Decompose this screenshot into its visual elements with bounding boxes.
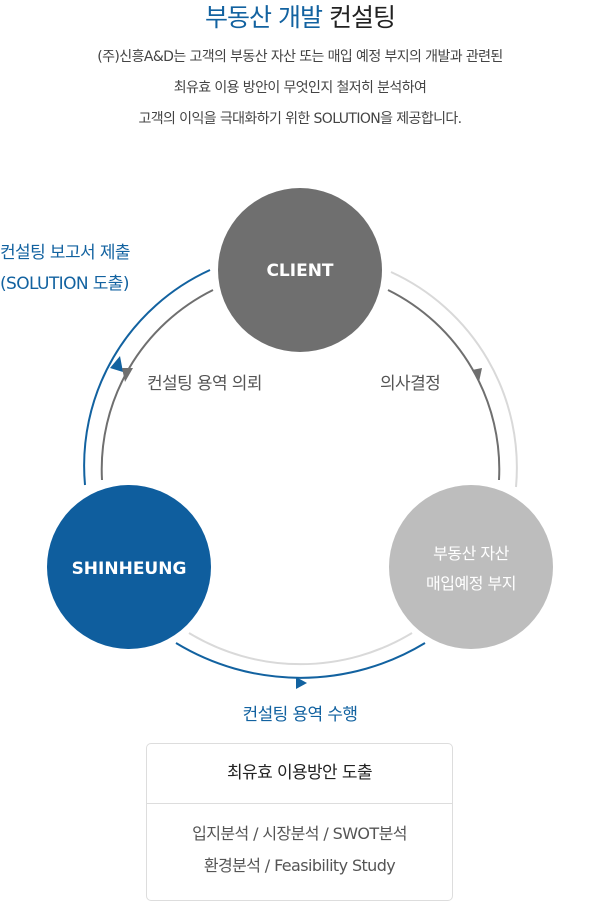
client-label: CLIENT: [266, 261, 333, 281]
execution-label: 컨설팅 용역 수행: [243, 705, 358, 725]
description-line: 최유효 이용 방안이 무엇인지 철저히 분석하여: [173, 80, 427, 96]
property-label-line2: 매입예정 부지: [426, 574, 516, 593]
result-heading: 최유효 이용방안 도출: [147, 744, 452, 804]
result-box: 최유효 이용방안 도출 입지분석 / 시장분석 / SWOT분석 환경분석 / …: [146, 743, 453, 901]
right-light-arc: [390, 271, 518, 488]
result-line: 입지분석 / 시장분석 / SWOT분석: [192, 824, 407, 843]
result-body: 입지분석 / 시장분석 / SWOT분석 환경분석 / Feasibility …: [147, 804, 452, 882]
result-line: 환경분석 / Feasibility Study: [203, 856, 396, 875]
report-label: 컨설팅 보고서 제출 (SOLUTION 도출): [0, 238, 131, 300]
shinheung-label: SHINHEUNG: [72, 559, 187, 579]
decision-arc-path: [387, 289, 501, 481]
request-label: 컨설팅 용역 의뢰: [147, 374, 262, 394]
shinheung-node: [47, 485, 211, 649]
description-line: 고객의 이익을 극대화하기 위한 SOLUTION을 제공합니다.: [138, 111, 462, 127]
request-arrow-icon: [122, 368, 133, 382]
property-node: [389, 485, 553, 649]
decision-arrow-icon: [472, 368, 482, 382]
report-arc-path: [83, 269, 211, 486]
title-rest: 컨설팅: [328, 3, 396, 32]
execution-arc-path: [175, 642, 426, 679]
bottom-light-arc: [188, 632, 413, 666]
title-highlight: 부동산 개발: [205, 3, 323, 32]
client-node: [218, 188, 382, 352]
report-arrow-icon: [110, 356, 123, 372]
execution-arrow-icon: [296, 677, 307, 689]
property-label-line1: 부동산 자산: [433, 544, 509, 563]
report-label-line2: (SOLUTION 도출): [0, 274, 129, 294]
decision-label: 의사결정: [380, 374, 440, 394]
report-label-line1: 컨설팅 보고서 제출: [0, 243, 131, 263]
description-line: (주)신흥A&D는 고객의 부동산 자산 또는 매입 예정 부지의 개발과 관련…: [97, 49, 503, 65]
intro-description: (주)신흥A&D는 고객의 부동산 자산 또는 매입 예정 부지의 개발과 관련…: [0, 42, 600, 135]
page-title: 부동산 개발 컨설팅: [0, 2, 600, 34]
